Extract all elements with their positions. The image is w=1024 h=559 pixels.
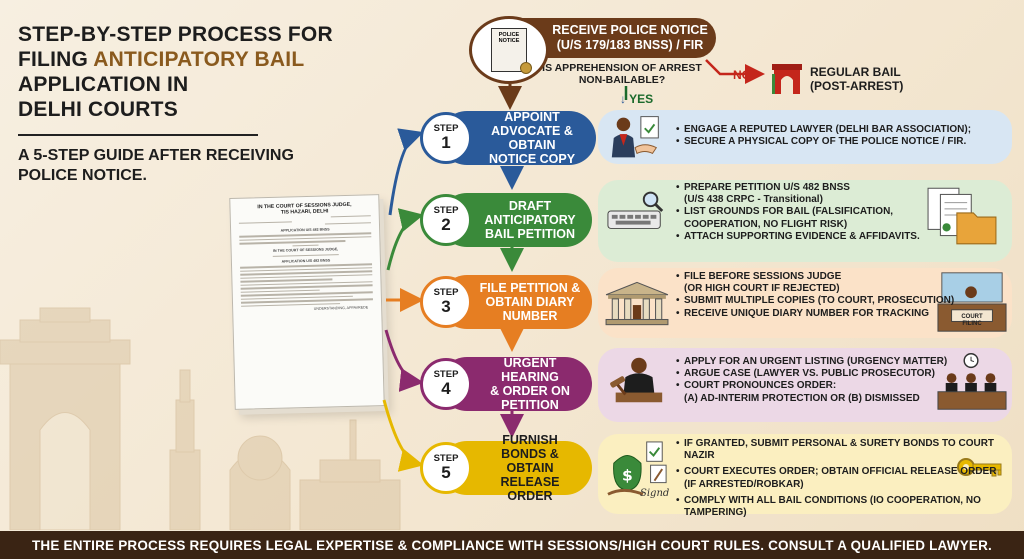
- step-5-detail-2b: (IF ARRESTED/ROBKAR): [684, 478, 804, 490]
- police-notice-icon: POLICE NOTICE: [469, 16, 549, 84]
- step-2-detail-1b: (U/S 438 CRPC - Transitional): [684, 194, 823, 206]
- step-4-detail-2: ARGUE CASE (LAWYER VS. PUBLIC PROSECUTOR…: [676, 368, 947, 380]
- title-line-2: FILING ANTICIPATORY BAIL: [18, 47, 398, 72]
- decision-question: IS APPREHENSION OF ARREST NON-BAILABLE?: [526, 62, 718, 86]
- step-5-title-line-1: FURNISH: [502, 433, 558, 447]
- step-4-detail-1: APPLY FOR AN URGENT LISTING (URGENCY MAT…: [676, 356, 947, 368]
- title-line-4: DELHI COURTS: [18, 98, 178, 121]
- step-2-title-line-1: DRAFT: [508, 199, 552, 213]
- step-1-word: STEP: [433, 123, 459, 134]
- step-4-badge: STEP 4: [420, 358, 472, 410]
- step-3-title-line-2: OBTAIN DIARY: [485, 295, 575, 309]
- step-2-detail-3: ATTACH SUPPORTING EVIDENCE & AFFIDAVITS.: [676, 231, 920, 243]
- question-line-1: IS APPREHENSION OF ARREST: [542, 62, 702, 74]
- title-divider: [18, 134, 258, 136]
- india-gate-monuments-illustration: [0, 307, 401, 530]
- step-5-title-line-3: RELEASE ORDER: [500, 475, 560, 503]
- keyboard-magnifier-icon: [607, 191, 664, 229]
- yes-branch-label: ↓ YES: [620, 92, 653, 106]
- step-3-detail-1: FILE BEFORE SESSIONS JUDGE: [676, 271, 954, 283]
- step-5-title-line-2: BONDS & OBTAIN: [501, 447, 559, 475]
- title-line-3: APPLICATION IN: [18, 73, 189, 96]
- step-1-title-line-3: NOTICE COPY: [488, 152, 576, 166]
- step-5-detail-2: COURT EXECUTES ORDER; OBTAIN OFFICIAL RE…: [676, 466, 1024, 478]
- signature: Signd: [640, 488, 670, 499]
- step-2-number: 2: [441, 215, 451, 234]
- notice-line-2: (U/S 179/183 BNSS) / FIR: [556, 38, 704, 52]
- step-5-word: STEP: [433, 453, 459, 464]
- step-4-word: STEP: [433, 369, 459, 380]
- judge-gavel-icon: [610, 357, 663, 403]
- receive-notice-banner: RECEIVE POLICE NOTICE (U/S 179/183 BNSS)…: [520, 18, 716, 58]
- police-notice-icon-text: POLICE NOTICE: [498, 32, 520, 44]
- india-gate-icon: [772, 64, 802, 94]
- svg-text:$: $: [622, 467, 633, 485]
- yes-text: YES: [629, 92, 654, 106]
- page-title: STEP-BY-STEP PROCESS FOR FILING ANTICIPA…: [18, 22, 398, 122]
- court-filing-label: COURT FILINC: [961, 314, 983, 327]
- regular-bail-label: REGULAR BAIL (POST-ARREST): [810, 65, 930, 93]
- step-4-details: APPLY FOR AN URGENT LISTING (URGENCY MAT…: [676, 356, 947, 405]
- step-1-badge: STEP 1: [420, 112, 472, 164]
- step-2-details: PREPARE PETITION U/S 482 BNSS (U/S 438 C…: [676, 182, 920, 243]
- step-5-badge: STEP 5: [420, 442, 472, 494]
- step-2-badge: STEP 2: [420, 194, 472, 246]
- title-line-1: STEP-BY-STEP PROCESS FOR: [18, 23, 333, 46]
- step-5-details: IF GRANTED, SUBMIT PERSONAL & SURETY BON…: [676, 438, 1024, 519]
- step-2-word: STEP: [433, 205, 459, 216]
- step-3-title-line-1: FILE PETITION &: [479, 281, 581, 295]
- courthouse-icon: [605, 281, 669, 326]
- step-1-detail-1: ENGAGE A REPUTED LAWYER (DELHI BAR ASSOC…: [676, 124, 971, 136]
- step-4-title-line-3: PETITION: [501, 398, 559, 412]
- step-1-details: ENGAGE A REPUTED LAWYER (DELHI BAR ASSOC…: [676, 124, 971, 149]
- title-highlight: ANTICIPATORY BAIL: [93, 48, 305, 71]
- regular-line-2: (POST-ARREST): [810, 79, 904, 93]
- documents-folder-icon: [927, 187, 997, 245]
- step-2-title-line-3: BAIL PETITION: [484, 227, 576, 241]
- step-1-number: 1: [441, 133, 451, 152]
- step-1-title-line-1: APPOINT: [504, 110, 560, 124]
- step-3-title-line-3: NUMBER: [502, 309, 558, 323]
- step-2-title-line-2: ANTICIPATORY: [484, 213, 576, 227]
- question-line-2: NON-BAILABLE?: [578, 74, 666, 86]
- footer-disclaimer: THE ENTIRE PROCESS REQUIRES LEGAL EXPERT…: [0, 531, 1024, 559]
- title-line-2-prefix: FILING: [18, 48, 94, 71]
- step-3-details: FILE BEFORE SESSIONS JUDGE (OR HIGH COUR…: [676, 271, 954, 320]
- down-arrow-icon: ↓: [620, 92, 626, 106]
- step-3-word: STEP: [433, 287, 459, 298]
- money-bag-bond-icon: $: [607, 441, 667, 496]
- step-2-detail-2b: COOPERATION, NO FLIGHT RISK): [684, 218, 848, 230]
- step-4-number: 4: [441, 379, 451, 398]
- step-5-detail-1: IF GRANTED, SUBMIT PERSONAL & SURETY BON…: [676, 438, 1024, 462]
- step-1-title-line-2: ADVOCATE & OBTAIN: [491, 124, 573, 152]
- step-4-title-line-1: URGENT HEARING: [501, 356, 559, 384]
- step-1-detail-2: SECURE A PHYSICAL COPY OF THE POLICE NOT…: [676, 136, 971, 148]
- page-subtitle: A 5-STEP GUIDE AFTER RECEIVING POLICE NO…: [18, 147, 294, 184]
- step-3-detail-2: SUBMIT MULTIPLE COPIES (TO COURT, PROSEC…: [676, 295, 954, 307]
- regular-line-1: REGULAR BAIL: [810, 65, 901, 79]
- step-4-detail-3b: (A) AD-INTERIM PROTECTION OR (B) DISMISS…: [684, 392, 920, 404]
- step-4-detail-3: COURT PRONOUNCES ORDER:: [676, 380, 947, 392]
- step-5-detail-3: COMPLY WITH ALL BAIL CONDITIONS (IO COOP…: [676, 495, 1024, 519]
- step-3-detail-1b: (OR HIGH COURT IF REJECTED): [684, 283, 840, 295]
- step-3-detail-3: RECEIVE UNIQUE DIARY NUMBER FOR TRACKING: [676, 308, 954, 320]
- step-4-title-line-2: & ORDER ON: [490, 384, 570, 398]
- notice-line-1: RECEIVE POLICE NOTICE: [552, 23, 708, 37]
- courtroom-bench-icon: [937, 353, 1007, 410]
- step-3-badge: STEP 3: [420, 276, 472, 328]
- lawyer-handshake-icon: [611, 116, 659, 158]
- step-3-number: 3: [441, 297, 451, 316]
- step-5-number: 5: [441, 463, 451, 482]
- step-2-detail-1: PREPARE PETITION U/S 482 BNSS: [676, 182, 920, 194]
- step-2-detail-2: LIST GROUNDS FOR BAIL (FALSIFICATION,: [676, 206, 920, 218]
